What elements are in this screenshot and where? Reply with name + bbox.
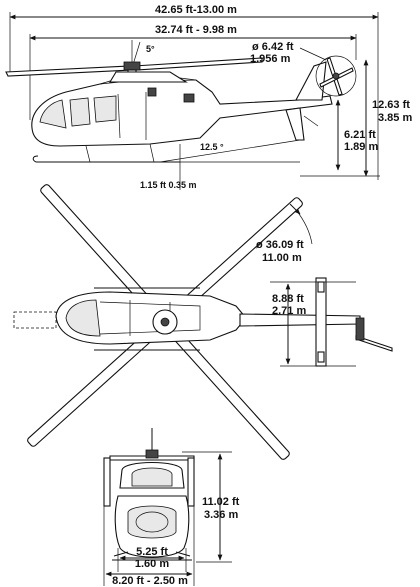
cockpit-window <box>39 99 67 129</box>
engine-cowling <box>109 71 188 83</box>
front-height-m: 3.36 m <box>204 509 238 521</box>
front-view: 11.02 ft 3.36 m 5.25 ft 1.60 m 8.20 ft -… <box>103 428 240 587</box>
overall-width-label: 8.20 ft - 2.50 m <box>112 575 188 587</box>
main-rotor-diameter-ft: ø 36.09 ft <box>256 239 304 251</box>
tail-rotor-disc <box>315 55 357 97</box>
fuselage-length-label: 32.74 ft - 9.98 m <box>155 24 237 36</box>
front-windshield <box>127 505 177 539</box>
top-view: ø 36.09 ft 11.00 m 8.88 ft 2.71 m <box>13 184 393 460</box>
main-rotor-blade-right <box>133 57 263 71</box>
cabin-window-2 <box>93 95 117 123</box>
main-rotor-diameter-m: 11.00 m <box>262 252 302 264</box>
tail-rotor-diameter-ft: ø 6.42 ft <box>252 41 294 53</box>
overall-height-ft: 12.63 ft <box>372 99 410 111</box>
skid-width-m: 1.60 m <box>135 558 169 570</box>
side-view: 42.65 ft-13.00 m 32.74 ft - 9.98 m 5° <box>5 4 412 190</box>
rotor-tilt-label: 5° <box>146 44 155 54</box>
tail-rotor-diameter-m: 1.956 m <box>250 53 291 65</box>
vertical-fin <box>295 61 327 101</box>
rotor-hub <box>123 61 141 71</box>
skid-width-ft: 5.25 ft <box>136 546 168 558</box>
front-stabilizer-left <box>103 457 111 507</box>
overall-length-label: 42.65 ft-13.00 m <box>155 4 237 16</box>
front-stabilizer-right <box>187 457 195 507</box>
tail-height-m: 1.89 m <box>344 141 378 153</box>
stabilizer-span-ft: 8.88 ft <box>272 293 304 305</box>
tail-angle-label: 12.5 ° <box>200 142 224 152</box>
nose-outline <box>13 311 57 329</box>
main-rotor-blade-left <box>5 65 133 77</box>
front-height-ft: 11.02 ft <box>202 496 240 508</box>
tail-height-ft: 6.21 ft <box>344 129 376 141</box>
cabin-window-1 <box>69 97 91 127</box>
stabilizer-span-m: 2.71 m <box>272 305 306 317</box>
ventral-fin <box>285 107 305 141</box>
ground-clearance-label: 1.15 ft 0.35 m <box>140 180 197 190</box>
overall-height-m: 3.85 m <box>378 112 412 124</box>
